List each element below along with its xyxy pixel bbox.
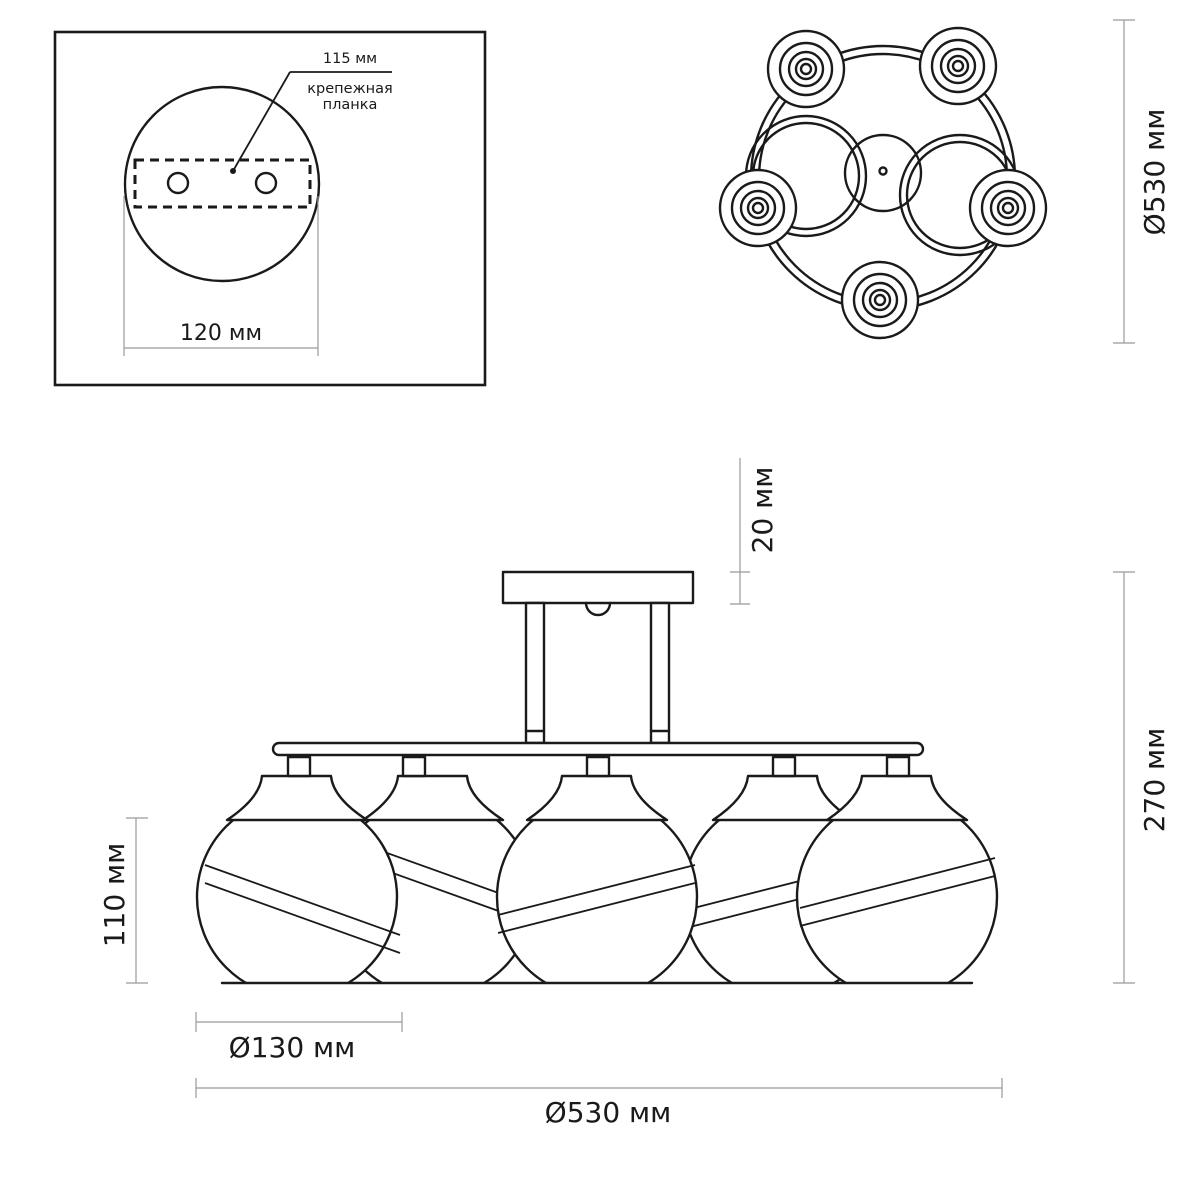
ceiling-canopy-circle [123,85,321,283]
shade-top-5 [840,260,920,340]
support-rod-left [524,601,546,745]
overall-height-label: 270 мм [1138,728,1171,833]
socket-neck [885,755,911,778]
globe [195,795,399,999]
shade-top-ring [778,41,834,97]
shade-top-core [873,293,887,307]
shade-top-ring [730,180,786,236]
shade-side-5 [795,755,999,999]
shade-height-label: 110 мм [98,843,131,948]
shade-top-3 [718,168,798,248]
shade-top-lamp [996,196,1020,220]
shade-top-socket [989,189,1027,227]
cone-holder [225,774,369,822]
cone-holder [825,774,969,822]
center-screw [878,166,888,176]
shade-top-socket [787,50,825,88]
band-line-2 [497,882,696,934]
mounting-bar-label-line1: крепежная [307,81,392,97]
shade-top-2 [918,26,998,106]
shade-top-1 [766,29,846,109]
cone-holder [525,774,669,822]
shade-top-socket [861,281,899,319]
plate-width-label: 120 мм [180,321,262,346]
shade-top-lamp [868,288,892,312]
band-line-2 [799,875,996,927]
shade-diameter-label: Ø130 мм [229,1031,356,1064]
overall-diameter-label: Ø530 мм [545,1096,672,1129]
ceiling-canopy [501,570,695,605]
shade-top-4 [968,168,1048,248]
canopy-screw [584,601,612,617]
socket-neck [286,755,312,778]
canopy-height-label: 20 мм [746,467,779,554]
shade-top-socket [739,189,777,227]
mounting-bar-label-line2: планка [323,97,378,113]
globe [795,795,999,999]
band-line-1 [204,864,401,936]
side-view: 20 мм 270 мм 110 мм Ø130 мм Ø530 мм [98,458,1171,1129]
shade-top-core [751,201,765,215]
globe [495,795,699,999]
shade-side-3 [495,755,699,999]
socket-neck [771,755,797,778]
socket-neck [585,755,611,778]
shade-top-ring [980,180,1036,236]
band-line-2 [204,882,401,954]
shade-top-lamp [794,57,818,81]
mounting-plate-inset: 115 мм крепежная планка 120 мм [53,30,487,387]
cone-holder [361,774,505,822]
cone-holder [711,774,855,822]
shade-top-core [951,59,965,73]
band-line-1 [799,857,996,909]
mounting-bar-outline [133,158,312,209]
shade-side-1 [195,755,401,999]
shade-top-core [799,62,813,76]
cross-bar [271,741,925,757]
top-diameter-label: Ø530 мм [1138,109,1171,236]
plate-leader-line [232,71,291,172]
top-view: Ø530 мм [718,19,1171,344]
mounting-hole-right [254,171,278,195]
mounting-hole-left [166,171,190,195]
shade-top-ring [930,38,986,94]
socket-neck [401,755,427,778]
shade-top-lamp [746,196,770,220]
shade-top-ring [852,272,908,328]
center-hub [843,133,923,213]
shade-top-core [1001,201,1015,215]
shade-bottom-mask [150,984,1050,1024]
shade-top-socket [939,47,977,85]
hole-spacing-label: 115 мм [323,51,377,67]
support-rod-right [649,601,671,745]
band-line-1 [497,864,696,916]
inset-frame [53,30,487,387]
shade-top-lamp [946,54,970,78]
